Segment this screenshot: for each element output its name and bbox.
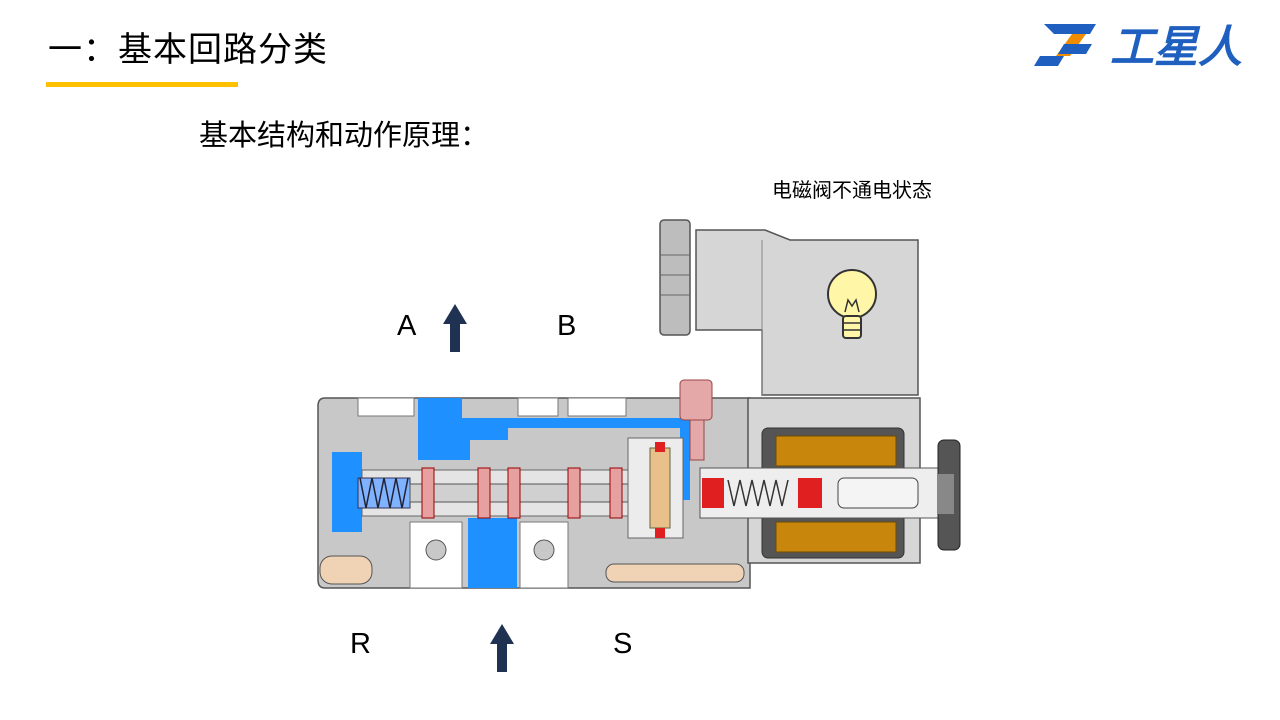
section-subtitle: 基本结构和动作原理：: [199, 118, 490, 152]
port-label-r: R: [350, 628, 371, 660]
logo-text: 工星人: [1110, 22, 1242, 73]
solenoid-coil: [699, 397, 961, 564]
port-label-a: A: [397, 310, 417, 342]
port-label-b: B: [557, 310, 577, 342]
page-title: 一：基本回路分类: [48, 30, 328, 70]
title-underline: [46, 82, 238, 87]
manual-override: [679, 379, 713, 461]
port-label-s: S: [613, 628, 633, 660]
lightbulb-icon: [827, 269, 877, 339]
valve-body: [317, 397, 751, 589]
logo-mark-icon: [1034, 24, 1096, 66]
connector-housing: [659, 219, 919, 396]
valve-state-label: 电磁阀不通电状态: [772, 178, 932, 202]
arrow-up-icon: [443, 304, 467, 352]
arrow-up-icon: [490, 624, 514, 672]
company-logo: 工星人: [1034, 22, 1242, 73]
